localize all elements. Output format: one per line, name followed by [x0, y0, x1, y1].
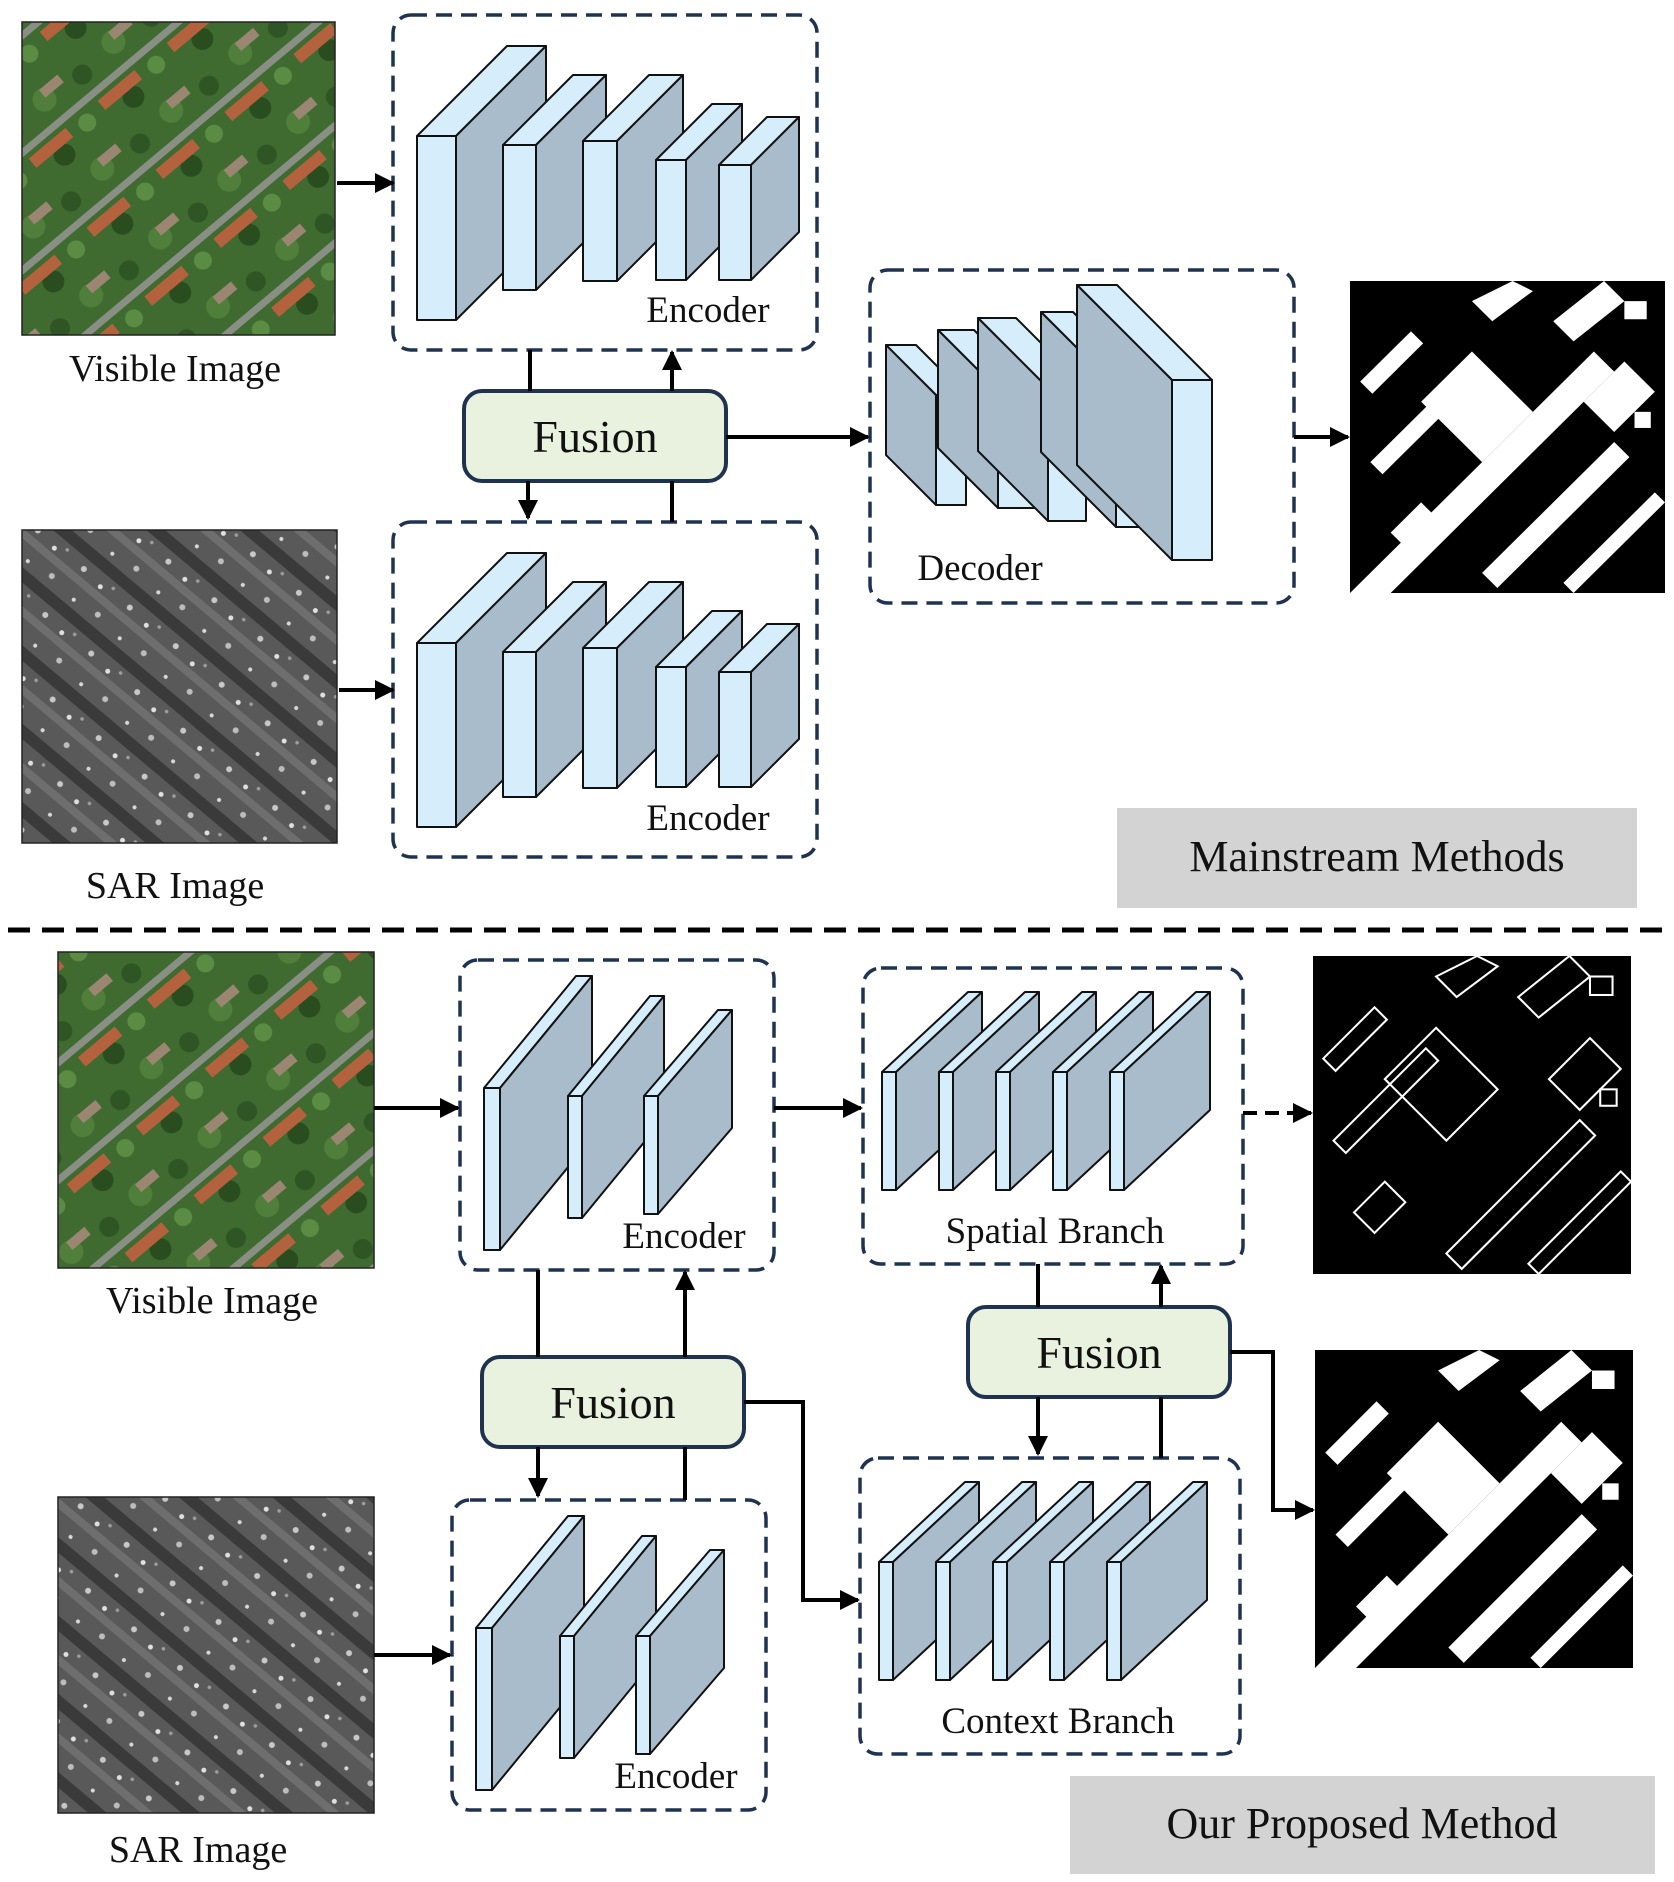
- bottom-arrows: [374, 1098, 1315, 1665]
- bottom-encoder-lower-layer-3-front: [635, 1635, 651, 1755]
- mainstream-methods-label: Mainstream Methods: [1189, 832, 1564, 881]
- top-visible-caption: Visible Image: [69, 348, 281, 390]
- bottom-sar-caption: SAR Image: [109, 1829, 287, 1871]
- top-encoder-upper-layer-4-front: [655, 159, 687, 281]
- spatial-branch-layer-4-front: [1052, 1071, 1068, 1191]
- bottom-encoder-lower-blocks: [475, 1515, 725, 1791]
- top-encoder-upper-layer-2-front: [502, 144, 537, 291]
- bottom-encoder-box-lower: [450, 1498, 768, 1812]
- top-arrows: [337, 173, 1350, 700]
- context-branch-layer-1-front: [878, 1561, 894, 1681]
- top-encoder-upper-blocks: [416, 45, 800, 321]
- top-sar-caption: SAR Image: [86, 865, 264, 907]
- top-visible-image: [21, 21, 336, 336]
- arrow-icon: [744, 1400, 860, 1610]
- bottom-fusion-right-label: Fusion: [1036, 1327, 1161, 1378]
- bottom-encoder-upper-layer-1-front: [483, 1087, 501, 1251]
- mainstream-methods-tag: [1117, 808, 1637, 908]
- spatial-branch-layer-2-front: [938, 1071, 954, 1191]
- spatial-branch-blocks: [881, 991, 1211, 1191]
- decoder-layer-5-front: [1171, 379, 1213, 561]
- decoder-blocks: [885, 284, 1213, 561]
- top-encoder-upper-label: Encoder: [646, 290, 769, 331]
- proposed-method-label: Our Proposed Method: [1166, 1799, 1557, 1848]
- bottom-encoder-upper-layer-3-front: [643, 1095, 659, 1215]
- arrow-icon: [1230, 1350, 1315, 1520]
- top-encoder-upper-layer-1-front: [416, 135, 457, 321]
- spatial-branch-label: Spatial Branch: [946, 1211, 1165, 1252]
- top-fusion-label: Fusion: [532, 411, 657, 462]
- top-encoder-lower-layer-1-front: [416, 642, 457, 828]
- proposed-method-tag: [1070, 1776, 1655, 1874]
- sar-image-icon: [57, 1496, 375, 1814]
- spatial-branch-layer-1-front: [881, 1071, 897, 1191]
- decoder-label: Decoder: [917, 548, 1042, 589]
- top-encoder-lower-layer-4-front: [655, 666, 687, 788]
- bottom-encoder-lower-layer-1-front: [475, 1627, 493, 1791]
- spatial-branch-box: [861, 966, 1245, 1266]
- bottom-fusion-left-label: Fusion: [550, 1377, 675, 1428]
- context-branch-box: [858, 1456, 1242, 1756]
- top-encoder-upper-layer-5-front: [718, 164, 752, 281]
- top-encoder-upper-layer-3-front: [582, 140, 618, 282]
- bottom-visible-caption: Visible Image: [106, 1280, 318, 1322]
- bottom-encoder-box-upper: [458, 958, 776, 1272]
- top-encoder-lower-layer-3-front: [582, 647, 618, 789]
- segmentation-mask-icon: [1315, 1350, 1633, 1668]
- segmentation-mask-icon: [1350, 281, 1665, 593]
- context-branch-layer-2-front: [935, 1561, 951, 1681]
- edge-map-icon: [1313, 956, 1631, 1274]
- bottom-encoder-upper-label: Encoder: [622, 1216, 745, 1257]
- top-encoder-lower-layer-2-front: [502, 651, 537, 798]
- top-encoder-lower-label: Encoder: [646, 798, 769, 839]
- top-encoder-lower-blocks: [416, 552, 800, 828]
- context-branch-layer-5-front: [1106, 1561, 1122, 1681]
- bottom-encoder-lower-label: Encoder: [614, 1756, 737, 1797]
- visible-image-icon: [57, 951, 375, 1269]
- context-branch-blocks: [878, 1481, 1208, 1681]
- spatial-branch-layer-5-front: [1109, 1071, 1125, 1191]
- bottom-encoder-lower-layer-2-front: [559, 1635, 575, 1759]
- visible-image-icon: [21, 21, 336, 336]
- context-branch-layer-4-front: [1049, 1561, 1065, 1681]
- top-encoder-lower-layer-5-front: [718, 671, 752, 788]
- bottom-encoder-upper-layer-2-front: [567, 1095, 583, 1219]
- spatial-branch-layer-3-front: [995, 1071, 1011, 1191]
- context-branch-layer-3-front: [992, 1561, 1008, 1681]
- sar-image-icon: [21, 529, 338, 844]
- bottom-encoder-upper-blocks: [483, 975, 733, 1251]
- context-branch-label: Context Branch: [941, 1701, 1175, 1742]
